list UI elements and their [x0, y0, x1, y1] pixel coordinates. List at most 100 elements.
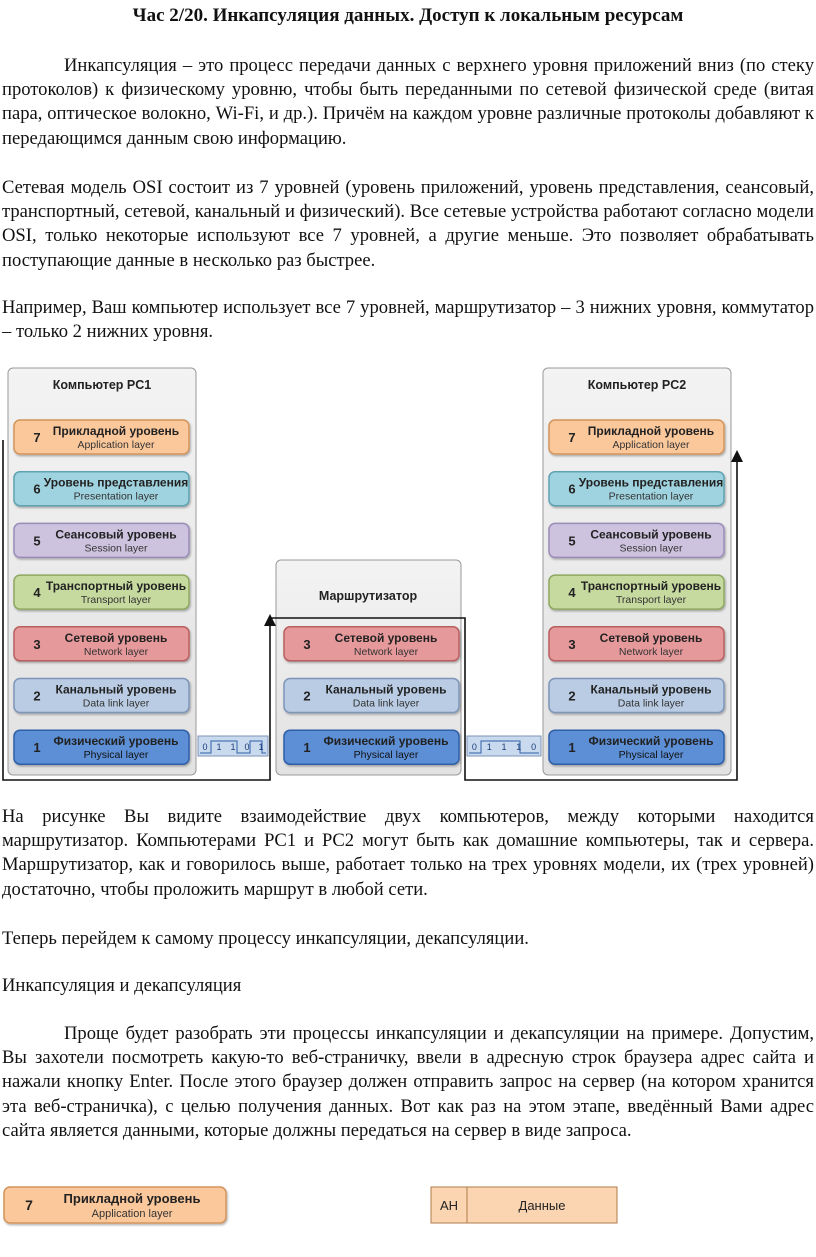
- layer-number: 7: [33, 430, 40, 445]
- layer-name: Транспортный уровень: [46, 579, 186, 593]
- layer-number: 3: [568, 637, 575, 652]
- path-router-top: [270, 458, 738, 781]
- layer-name-en: Session layer: [84, 542, 148, 554]
- layer-name: Физический уровень: [54, 734, 179, 748]
- bit-value: 1: [516, 742, 521, 752]
- layer-number: 4: [568, 585, 576, 600]
- layer-number: 3: [33, 637, 40, 652]
- application-layer-block: [3, 1186, 227, 1224]
- paragraph-process-intro: Теперь перейдем к самому процессу инкапс…: [2, 928, 529, 949]
- layer-name: Сетевой уровень: [600, 631, 703, 645]
- data-cell-label: Данные: [519, 1198, 566, 1213]
- layer-name-en: Transport layer: [616, 594, 687, 606]
- arrow-up-router: [264, 614, 276, 626]
- layer-name: Сетевой уровень: [65, 631, 168, 645]
- paragraph-figure-explanation: На рисунке Вы видите взаимодействие двух…: [2, 806, 814, 900]
- bit-value: 1: [216, 742, 221, 752]
- layer-name: Транспортный уровень: [581, 579, 721, 593]
- application-layer-number: 7: [25, 1197, 33, 1213]
- bit-value: 0: [531, 742, 536, 752]
- layer-name-en: Network layer: [84, 646, 149, 658]
- layer-name: Канальный уровень: [591, 683, 712, 697]
- layer-number: 6: [568, 482, 575, 497]
- layer-number: 6: [33, 482, 40, 497]
- layer-name: Канальный уровень: [56, 683, 177, 697]
- layer-name-en: Presentation layer: [609, 491, 694, 503]
- layer-name-en: Presentation layer: [74, 491, 159, 503]
- layer-name: Физический уровень: [589, 734, 714, 748]
- pc1-panel: [7, 367, 197, 776]
- layer-name-en: Data link layer: [618, 698, 685, 710]
- bit-value: 0: [244, 742, 249, 752]
- layer-name-en: Network layer: [619, 646, 684, 658]
- layer-name-en: Session layer: [619, 542, 683, 554]
- layer-name-en: Network layer: [354, 646, 419, 658]
- bit-value: 0: [472, 742, 477, 752]
- bit-value: 1: [501, 742, 506, 752]
- data-cell: [466, 1186, 618, 1224]
- layer-name-en: Data link layer: [353, 698, 420, 710]
- layer-name: Прикладной уровень: [588, 424, 714, 438]
- pc2-panel: [542, 367, 732, 776]
- layer-number: 5: [568, 533, 575, 548]
- layer-number: 4: [33, 585, 41, 600]
- application-layer-en: Application layer: [92, 1208, 173, 1220]
- layer-name-en: Physical layer: [84, 749, 149, 761]
- section-heading-encapsulation: Инкапсуляция и декапсуляция: [2, 975, 242, 996]
- layer-name: Физический уровень: [324, 734, 449, 748]
- application-layer-name: Прикладной уровень: [64, 1191, 201, 1206]
- bit-value: 0: [202, 742, 207, 752]
- page-title: Час 2/20. Инкапсуляция данных. Доступ к …: [132, 5, 684, 26]
- layer-name: Канальный уровень: [326, 683, 447, 697]
- layer-name-en: Data link layer: [83, 698, 150, 710]
- layer-name-en: Transport layer: [81, 594, 152, 606]
- path-left-outer: [2, 440, 271, 781]
- layer-name: Сеансовый уровень: [55, 527, 176, 541]
- arrow-up-pc2: [731, 450, 743, 462]
- layer-number: 1: [303, 740, 310, 755]
- paragraph-example-devices: Например, Ваш компьютер использует все 7…: [2, 297, 814, 343]
- layer-number: 7: [568, 430, 575, 445]
- header-ah-label: AH: [440, 1198, 458, 1213]
- paragraph-osi-model: Сетевая модель OSI состоит из 7 уровней …: [2, 177, 814, 271]
- layer-number: 2: [33, 689, 40, 704]
- layer-name-en: Application layer: [77, 439, 155, 451]
- layer-number: 1: [33, 740, 40, 755]
- layer-name: Уровень представления: [579, 476, 723, 490]
- paragraph-web-example: Проще будет разобрать эти процессы инкап…: [2, 1023, 814, 1141]
- layer-number: 3: [303, 637, 310, 652]
- layer-name: Сетевой уровень: [335, 631, 438, 645]
- bit-value: 1: [230, 742, 235, 752]
- router-panel: [275, 559, 462, 776]
- pc1-title: Компьютер PC1: [53, 378, 151, 392]
- layer-name-en: Application layer: [612, 439, 690, 451]
- bit-value: 1: [258, 742, 263, 752]
- router-title: Маршрутизатор: [319, 589, 418, 603]
- encapsulation-example-figure: 7 Прикладной уровень Application layer A…: [3, 1186, 618, 1224]
- layer-number: 2: [303, 689, 310, 704]
- layer-number: 5: [33, 533, 40, 548]
- layer-name-en: Physical layer: [354, 749, 419, 761]
- osi-diagram: Компьютер PC1 Компьютер PC2 Маршрутизато…: [2, 367, 743, 781]
- layer-name: Сеансовый уровень: [590, 527, 711, 541]
- layer-number: 2: [568, 689, 575, 704]
- layer-number: 1: [568, 740, 575, 755]
